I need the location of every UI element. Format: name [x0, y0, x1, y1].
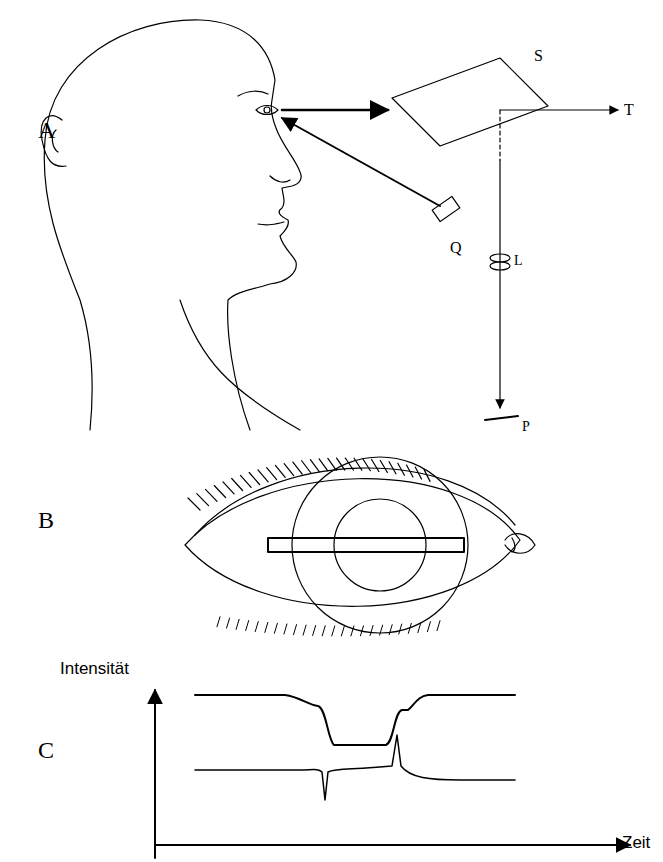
eye-outline — [185, 479, 520, 607]
eyelash — [214, 486, 225, 498]
eyelash — [332, 626, 335, 636]
eyelash — [380, 460, 387, 472]
eyelash — [351, 626, 354, 636]
eyelash — [217, 617, 220, 627]
eyelash — [363, 459, 371, 471]
beam — [499, 160, 500, 408]
eyelash — [302, 461, 311, 473]
eyelash — [274, 623, 277, 633]
part-label: P — [522, 420, 530, 434]
eyelash — [275, 465, 285, 477]
eyelash — [249, 473, 259, 485]
eyelash — [399, 624, 402, 634]
eyelash — [341, 626, 344, 636]
derivative-trace — [195, 735, 515, 800]
eyelash — [232, 479, 243, 491]
eyelash — [389, 462, 396, 474]
eyelash — [223, 482, 234, 494]
y-axis — [154, 690, 156, 858]
eyelash — [284, 624, 287, 634]
eyelash — [284, 464, 294, 476]
part-label: T — [624, 102, 634, 118]
beam — [282, 118, 440, 206]
beam — [499, 110, 500, 160]
eyelash — [236, 619, 239, 629]
eyelid-crease — [195, 468, 515, 535]
eyelash — [267, 468, 277, 480]
eyelash — [310, 460, 319, 472]
eyelash — [337, 458, 345, 470]
eyelash — [370, 626, 373, 636]
eyelash — [265, 622, 268, 632]
eyelash — [313, 625, 316, 635]
part-label: S — [534, 48, 543, 64]
eyelash — [427, 622, 430, 632]
eyelash — [407, 465, 413, 477]
axis-label: Zeit — [622, 834, 650, 851]
eyelash — [258, 470, 268, 482]
eyebrow — [238, 91, 268, 96]
eyelash — [227, 618, 230, 628]
panel-letter: A — [38, 118, 55, 142]
lens — [490, 254, 510, 262]
eyelash — [408, 623, 411, 633]
eyelash — [328, 458, 336, 470]
axis-label: Intensität — [60, 660, 129, 677]
eyelash — [205, 489, 217, 501]
pupil — [334, 499, 426, 591]
x-axis — [155, 844, 630, 846]
panel-letter: B — [38, 508, 54, 532]
part-label: Q — [450, 240, 462, 256]
eyelash — [197, 494, 209, 506]
eyelash — [372, 459, 379, 471]
nostril — [270, 176, 290, 182]
panel-letter: C — [38, 738, 54, 762]
measurement-slit — [268, 538, 464, 552]
eyelash — [389, 625, 392, 635]
iris — [292, 457, 468, 633]
eyelash — [437, 621, 440, 631]
eyelash — [354, 458, 362, 470]
eyelash — [345, 458, 353, 470]
beam — [282, 109, 388, 112]
head-outline — [44, 20, 301, 430]
projection-plane — [485, 416, 518, 420]
eyelash — [293, 462, 302, 474]
eyelash — [294, 625, 297, 635]
eye-pupil — [264, 107, 270, 113]
eye — [256, 106, 278, 115]
part-label: L — [514, 254, 523, 268]
eyelash — [246, 621, 249, 631]
eyelash — [322, 626, 325, 636]
signal-trace — [195, 695, 515, 745]
eyelash — [360, 626, 363, 636]
eyelash — [418, 623, 421, 633]
beam-splitter — [392, 58, 548, 146]
eyelash — [424, 469, 430, 481]
lens — [490, 262, 510, 270]
eyelashes — [188, 458, 440, 636]
eyelash — [255, 622, 258, 632]
light-source — [432, 196, 460, 221]
eyelash — [398, 463, 405, 475]
caruncle — [505, 534, 535, 554]
eyelash — [319, 459, 328, 471]
mouth — [258, 222, 284, 225]
neck-line — [180, 300, 300, 430]
eyelash — [303, 625, 306, 635]
eyelash — [415, 467, 421, 479]
eyelash — [188, 498, 200, 510]
eyelash — [240, 475, 251, 487]
beam — [500, 109, 618, 110]
eyelash — [380, 625, 383, 635]
